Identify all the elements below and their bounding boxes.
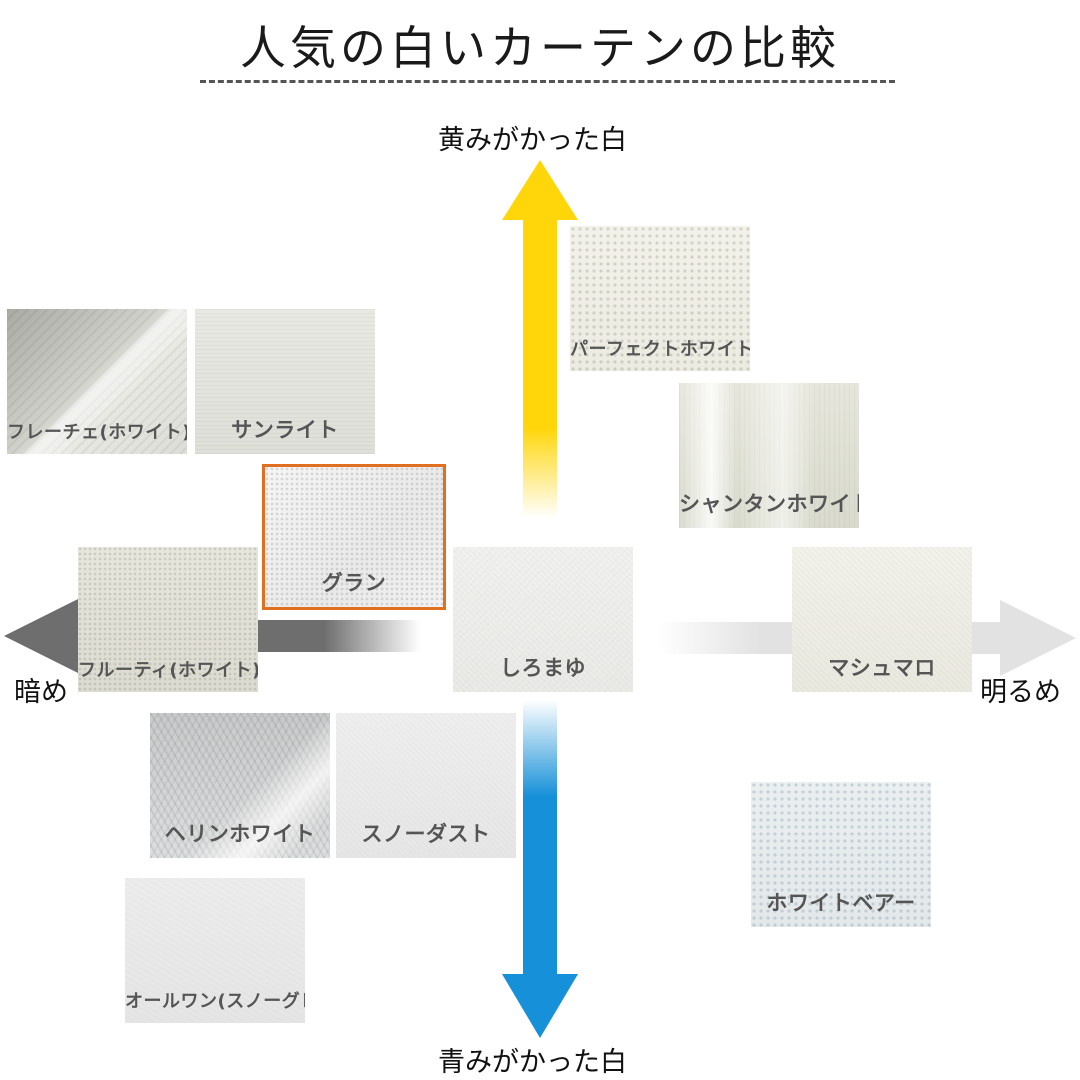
- swatch-label: フルーティ(ホワイト): [78, 660, 258, 681]
- swatch-gran[interactable]: グラン: [262, 464, 446, 610]
- page-title: 人気の白いカーテンの比較: [240, 21, 840, 75]
- swatch-fleche-white[interactable]: フレーチェ(ホワイト): [7, 309, 187, 454]
- swatch-label: マシュマロ: [828, 656, 936, 680]
- swatch-label: ヘリンホワイト: [164, 822, 316, 846]
- swatch-snow-dust[interactable]: スノーダスト: [336, 713, 516, 858]
- title-dashed-underline: [200, 80, 895, 83]
- swatch-label: フレーチェ(ホワイト): [7, 422, 187, 443]
- swatch-label: オールワン(スノーグレー): [125, 991, 305, 1012]
- axis-label-bluish: 青みがかった白: [438, 1047, 627, 1078]
- bottom-arrow-icon: [502, 700, 578, 1038]
- swatch-label: スノーダスト: [361, 822, 491, 846]
- axis-label-brighter: 明るめ: [980, 677, 1061, 708]
- swatch-label: サンライト: [231, 418, 339, 442]
- top-arrow-icon: [502, 160, 578, 518]
- swatch-label: しろまゆ: [500, 656, 586, 680]
- swatch-fruity-white[interactable]: フルーティ(ホワイト): [78, 547, 258, 692]
- swatch-allone-snow-gray[interactable]: オールワン(スノーグレー): [125, 878, 305, 1023]
- swatch-sunlight[interactable]: サンライト: [195, 309, 375, 454]
- swatch-label: ホワイトベアー: [766, 891, 916, 915]
- swatch-label: グラン: [321, 571, 387, 595]
- swatch-label: パーフェクトホワイト: [570, 339, 750, 360]
- swatch-marshmallow[interactable]: マシュマロ: [792, 547, 972, 692]
- swatch-shiromayu[interactable]: しろまゆ: [453, 547, 633, 692]
- swatch-herring-white[interactable]: ヘリンホワイト: [150, 713, 330, 858]
- swatch-perfect-white[interactable]: パーフェクトホワイト: [570, 226, 750, 371]
- axis-label-yellowish: 黄みがかった白: [438, 125, 627, 156]
- axis-label-darker: 暗め: [14, 677, 68, 708]
- swatch-shantan-white[interactable]: シャンタンホワイト: [679, 383, 859, 528]
- swatch-white-bear[interactable]: ホワイトベアー: [751, 782, 931, 927]
- swatch-label: シャンタンホワイト: [679, 492, 859, 516]
